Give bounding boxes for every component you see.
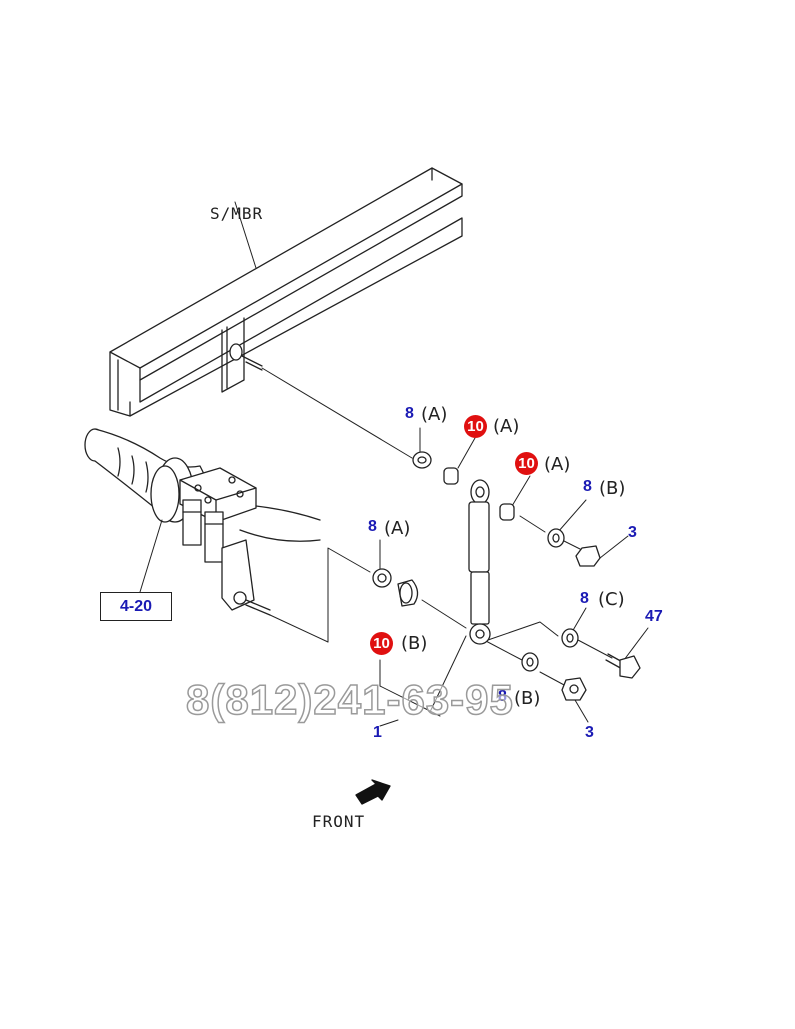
side-member-channel [109,167,463,417]
frame-leader [234,201,257,269]
leader-lines [261,367,649,727]
front-label: FRONT [312,812,366,831]
phone-watermark: 8(812)241-63-95 [185,675,514,724]
frame-label: S/MBR [210,204,264,223]
front-arrow-icon [355,779,391,805]
shock-absorber [468,479,491,645]
hardware [372,451,641,701]
axle-housing [84,428,321,616]
ref-leader [139,519,163,593]
ref-box-4-20[interactable]: 4-20 [100,592,172,621]
